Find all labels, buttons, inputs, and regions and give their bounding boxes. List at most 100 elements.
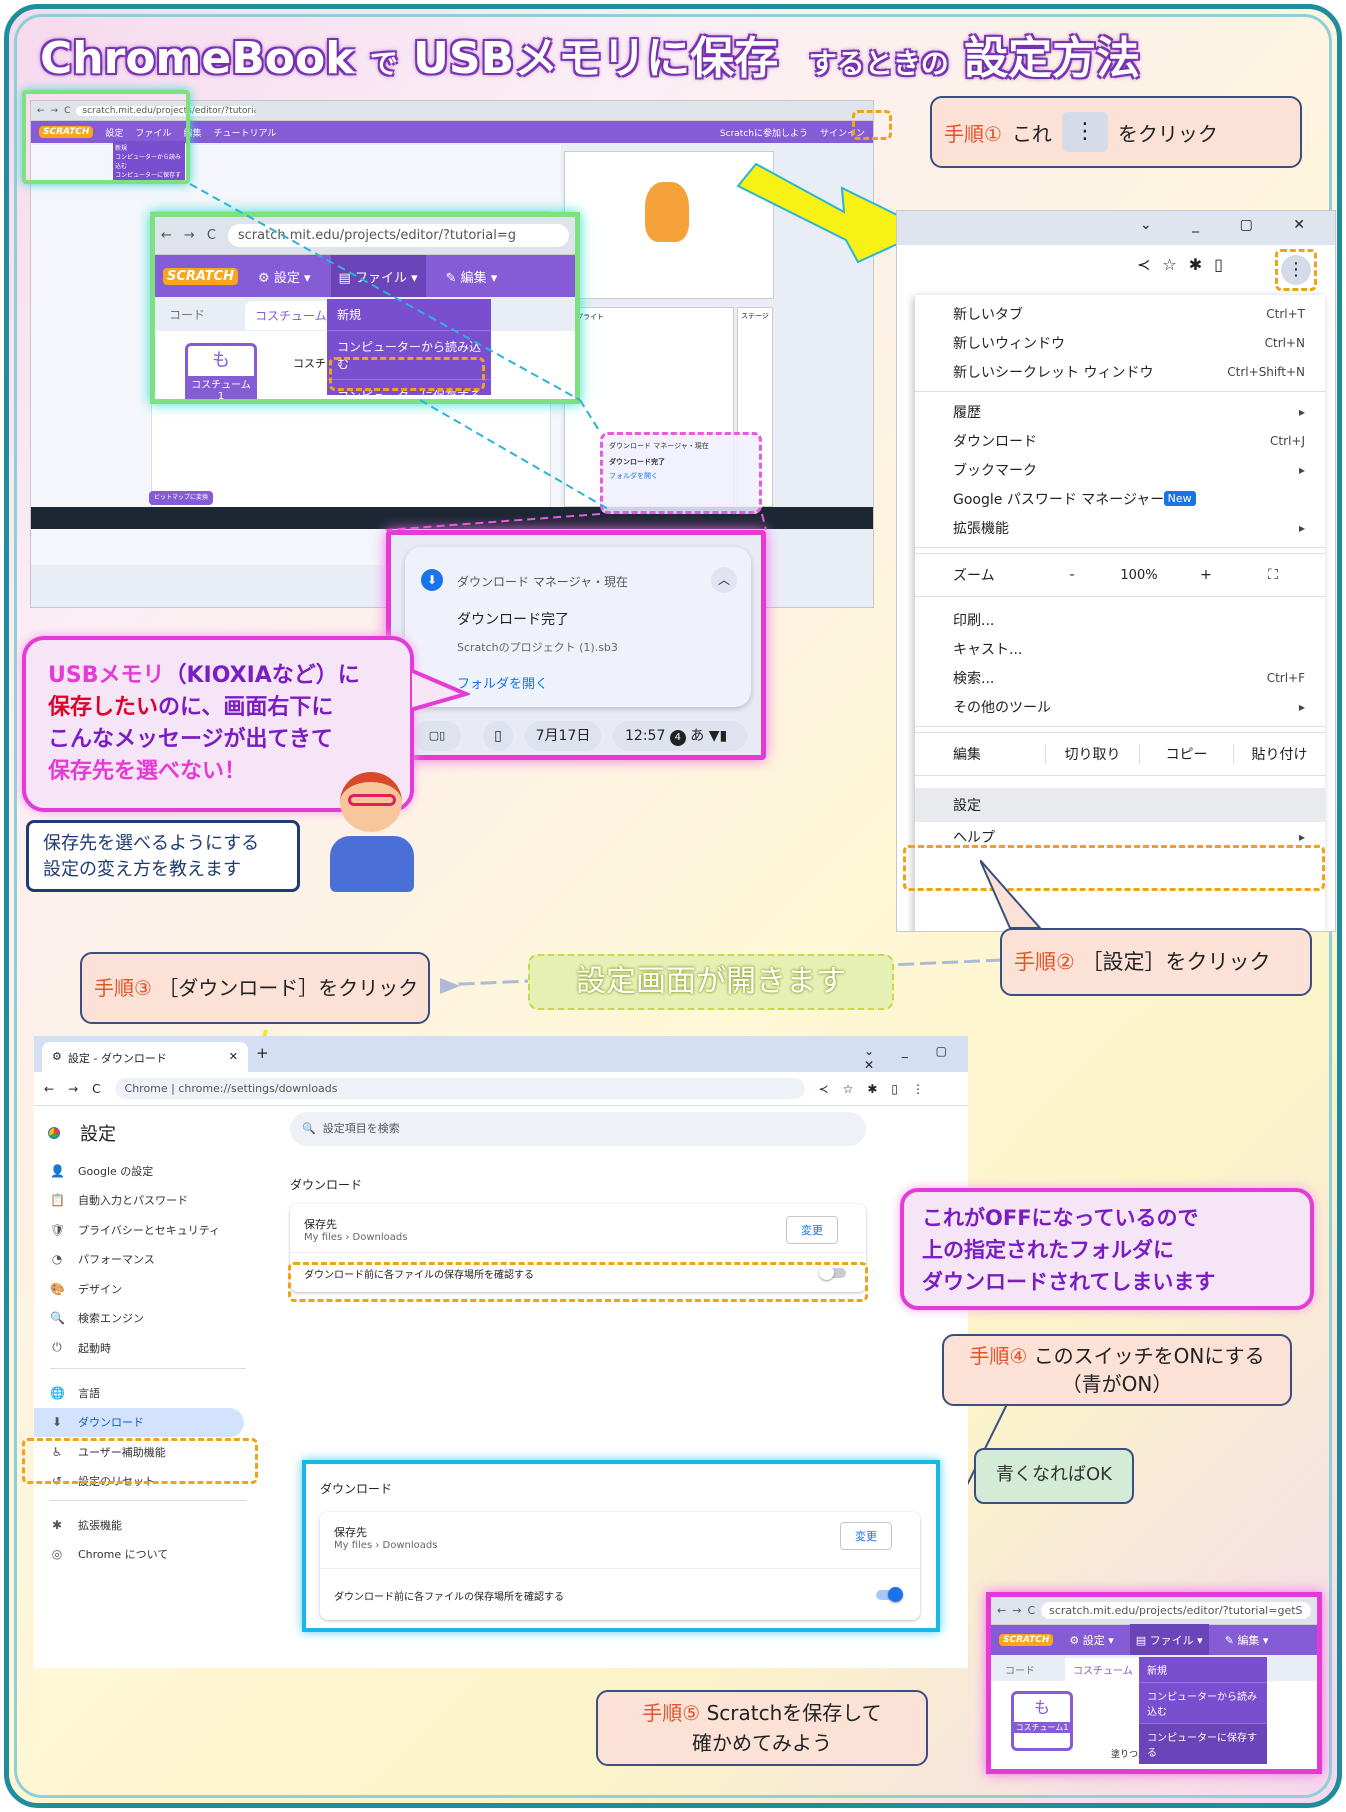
share-icon[interactable]: ≺ [1137,255,1163,274]
settings-nav-nav-6[interactable]: ⏻起動時 [34,1333,244,1363]
back-icon-3[interactable]: ← [997,1604,1007,1617]
code-tab[interactable]: コード [169,308,206,322]
menu-file[interactable]: ファイル [135,128,172,139]
ask-location-toggle-on[interactable] [876,1587,903,1602]
ask-location-toggle-off[interactable] [819,1265,846,1280]
costume-thumb-3[interactable]: も コスチューム1 [1011,1691,1073,1751]
menu-settings-3[interactable]: ⚙ 設定 ▾ [1069,1634,1114,1647]
settings-nav-nav-3[interactable]: ◔パフォーマンス [34,1245,244,1275]
signin-link[interactable]: サインイン [819,128,865,139]
menu-save-small[interactable]: コンピューターに保存する [115,172,182,188]
costume-thumb[interactable]: も コスチューム1 [185,343,257,399]
menu-edit-zoom[interactable]: ✎ 編集 ▾ [445,270,498,286]
reload-icon-2[interactable]: C [92,1081,101,1096]
zoom-out-button[interactable]: - [1069,567,1075,583]
settings-nav-nav-4[interactable]: 🎨デザイン [34,1274,244,1304]
collapse-icon[interactable]: ︿ [711,567,737,593]
menu-edit[interactable]: 編集 [183,128,202,139]
costume-tab[interactable]: コスチューム [245,301,337,330]
menu-item-items3-0[interactable]: 印刷... [915,605,1325,634]
settings-nav-nav-0[interactable]: 👤Google の設定 [34,1156,244,1186]
window-controls-2[interactable]: ⌄ _ ▢ ✕ [864,1044,960,1072]
menu-tutorial[interactable]: チュートリアル [213,128,277,139]
settings-nav-nav-5[interactable]: 🔍検索エンジン [34,1304,244,1334]
star-icon[interactable]: ☆ [1162,255,1189,274]
open-folder-link[interactable]: フォルダを開く [457,677,549,692]
url-field-zoom[interactable]: scratch.mit.edu/projects/editor/?tutoria… [227,224,569,247]
copy-button[interactable]: コピー [1139,744,1233,764]
menu-settings[interactable]: 設定 [105,128,124,139]
settings-nav-nav2-0[interactable]: 🌐言語 [34,1378,244,1408]
kebab-menu-button[interactable]: ⋮ [1281,255,1311,285]
settings-nav-nav2-2[interactable]: ♿ユーザー補助機能 [34,1437,244,1467]
settings-nav-nav-1[interactable]: 📋自動入力とパスワード [34,1186,244,1216]
sidepanel-icon[interactable]: ▯ [1214,255,1235,274]
menu-item-items2-4[interactable]: 拡張機能▸ [915,513,1325,542]
tab-close-icon[interactable]: ✕ [228,1050,238,1063]
star-icon-2[interactable]: ☆ [842,1081,854,1096]
menu-item-items3-3[interactable]: その他のツール▸ [915,692,1325,721]
reload-icon[interactable]: C [64,105,71,116]
settings-nav-nav-2[interactable]: 🛡プライバシーとセキュリティ [34,1215,244,1245]
extensions-icon[interactable]: ✱ [1188,255,1215,274]
back-icon-zoom[interactable]: ← [161,228,172,243]
back-icon[interactable]: ← [37,105,45,116]
costume-tab-3[interactable]: コスチューム [1065,1658,1141,1681]
tote-icon[interactable]: ▢▯ [413,721,461,751]
reload-icon-zoom[interactable]: C [206,228,216,243]
menu-new-small[interactable]: 新規 [115,145,128,152]
url-field-3[interactable]: scratch.mit.edu/projects/editor/?tutoria… [1041,1602,1311,1619]
forward-icon[interactable]: → [50,105,59,116]
share-icon-2[interactable]: ≺ [818,1081,829,1096]
settings-nav-nav3-1[interactable]: ◎Chrome について [34,1540,244,1570]
reload-icon-3[interactable]: C [1027,1604,1036,1617]
menu-save[interactable]: コンピューターに保存する [327,379,491,399]
menu-file-3[interactable]: ▤ ファイル ▾ [1129,1624,1209,1656]
settings-search[interactable]: 🔍 設定項目を検索 [290,1112,866,1146]
menu-new[interactable]: 新規 [337,308,362,322]
bitmap-button[interactable]: ビットマップに変換 [149,491,213,505]
forward-icon-2[interactable]: → [68,1081,79,1096]
popup-open-small[interactable]: フォルダを開く [609,472,658,480]
menu-file-zoom[interactable]: ▤ ファイル ▾ [330,254,426,298]
paste-button[interactable]: 貼り付け [1233,744,1325,764]
forward-icon-3[interactable]: → [1012,1604,1022,1617]
join-link[interactable]: Scratchに参加しよう [719,128,808,139]
menu-item-items3-2[interactable]: 検索...Ctrl+F [915,663,1325,692]
menu-new-3[interactable]: 新規 [1147,1666,1167,1677]
side-icon-2[interactable]: ▯ [891,1081,899,1096]
url-field[interactable]: scratch.mit.edu/projects/editor/?tutoria… [76,105,257,116]
menu-save-3[interactable]: コンピューターに保存する [1139,1723,1267,1764]
change-location-button-on[interactable]: 変更 [840,1522,892,1550]
menu-load[interactable]: コンピューターから読み込む [327,330,491,379]
settings-tab[interactable]: ⚙設定 - ダウンロード✕ [42,1042,248,1072]
code-tab-3[interactable]: コード [1005,1666,1035,1677]
date-chip[interactable]: 7月17日 [525,721,601,751]
new-tab-icon[interactable]: + [256,1044,269,1062]
back-icon-2[interactable]: ← [44,1081,55,1096]
zoom-in-button[interactable]: + [1200,567,1212,583]
scratch-logo-3[interactable]: SCRATCH [999,1634,1054,1646]
scratch-logo-zoom[interactable]: SCRATCH [163,267,239,285]
settings-nav-nav2-1[interactable]: ⬇ダウンロード [34,1407,244,1437]
kebab-icon-2[interactable]: ⋮ [912,1081,925,1096]
menu-item-items2-2[interactable]: ブックマーク▸ [915,455,1325,484]
menu-help[interactable]: ヘルプ▸ [953,829,1305,846]
change-location-button[interactable]: 変更 [786,1216,838,1244]
scratch-logo[interactable]: SCRATCH [39,126,94,138]
menu-settings-zoom[interactable]: ⚙ 設定 ▾ [258,270,311,286]
phone-icon[interactable]: ▯ [483,721,513,751]
cut-button[interactable]: 切り取り [1045,744,1139,764]
status-tray[interactable]: 12:57 4 あ ▼▮ [613,721,747,751]
ext-icon-2[interactable]: ✱ [867,1081,878,1096]
menu-edit-3[interactable]: ✎ 編集 ▾ [1224,1634,1269,1647]
menu-item-items3-1[interactable]: キャスト... [915,634,1325,663]
fullscreen-icon[interactable]: ⛶ [1268,567,1278,583]
menu-settings[interactable]: 設定 [915,788,1325,822]
menu-item-items2-0[interactable]: 履歴▸ [915,397,1325,426]
